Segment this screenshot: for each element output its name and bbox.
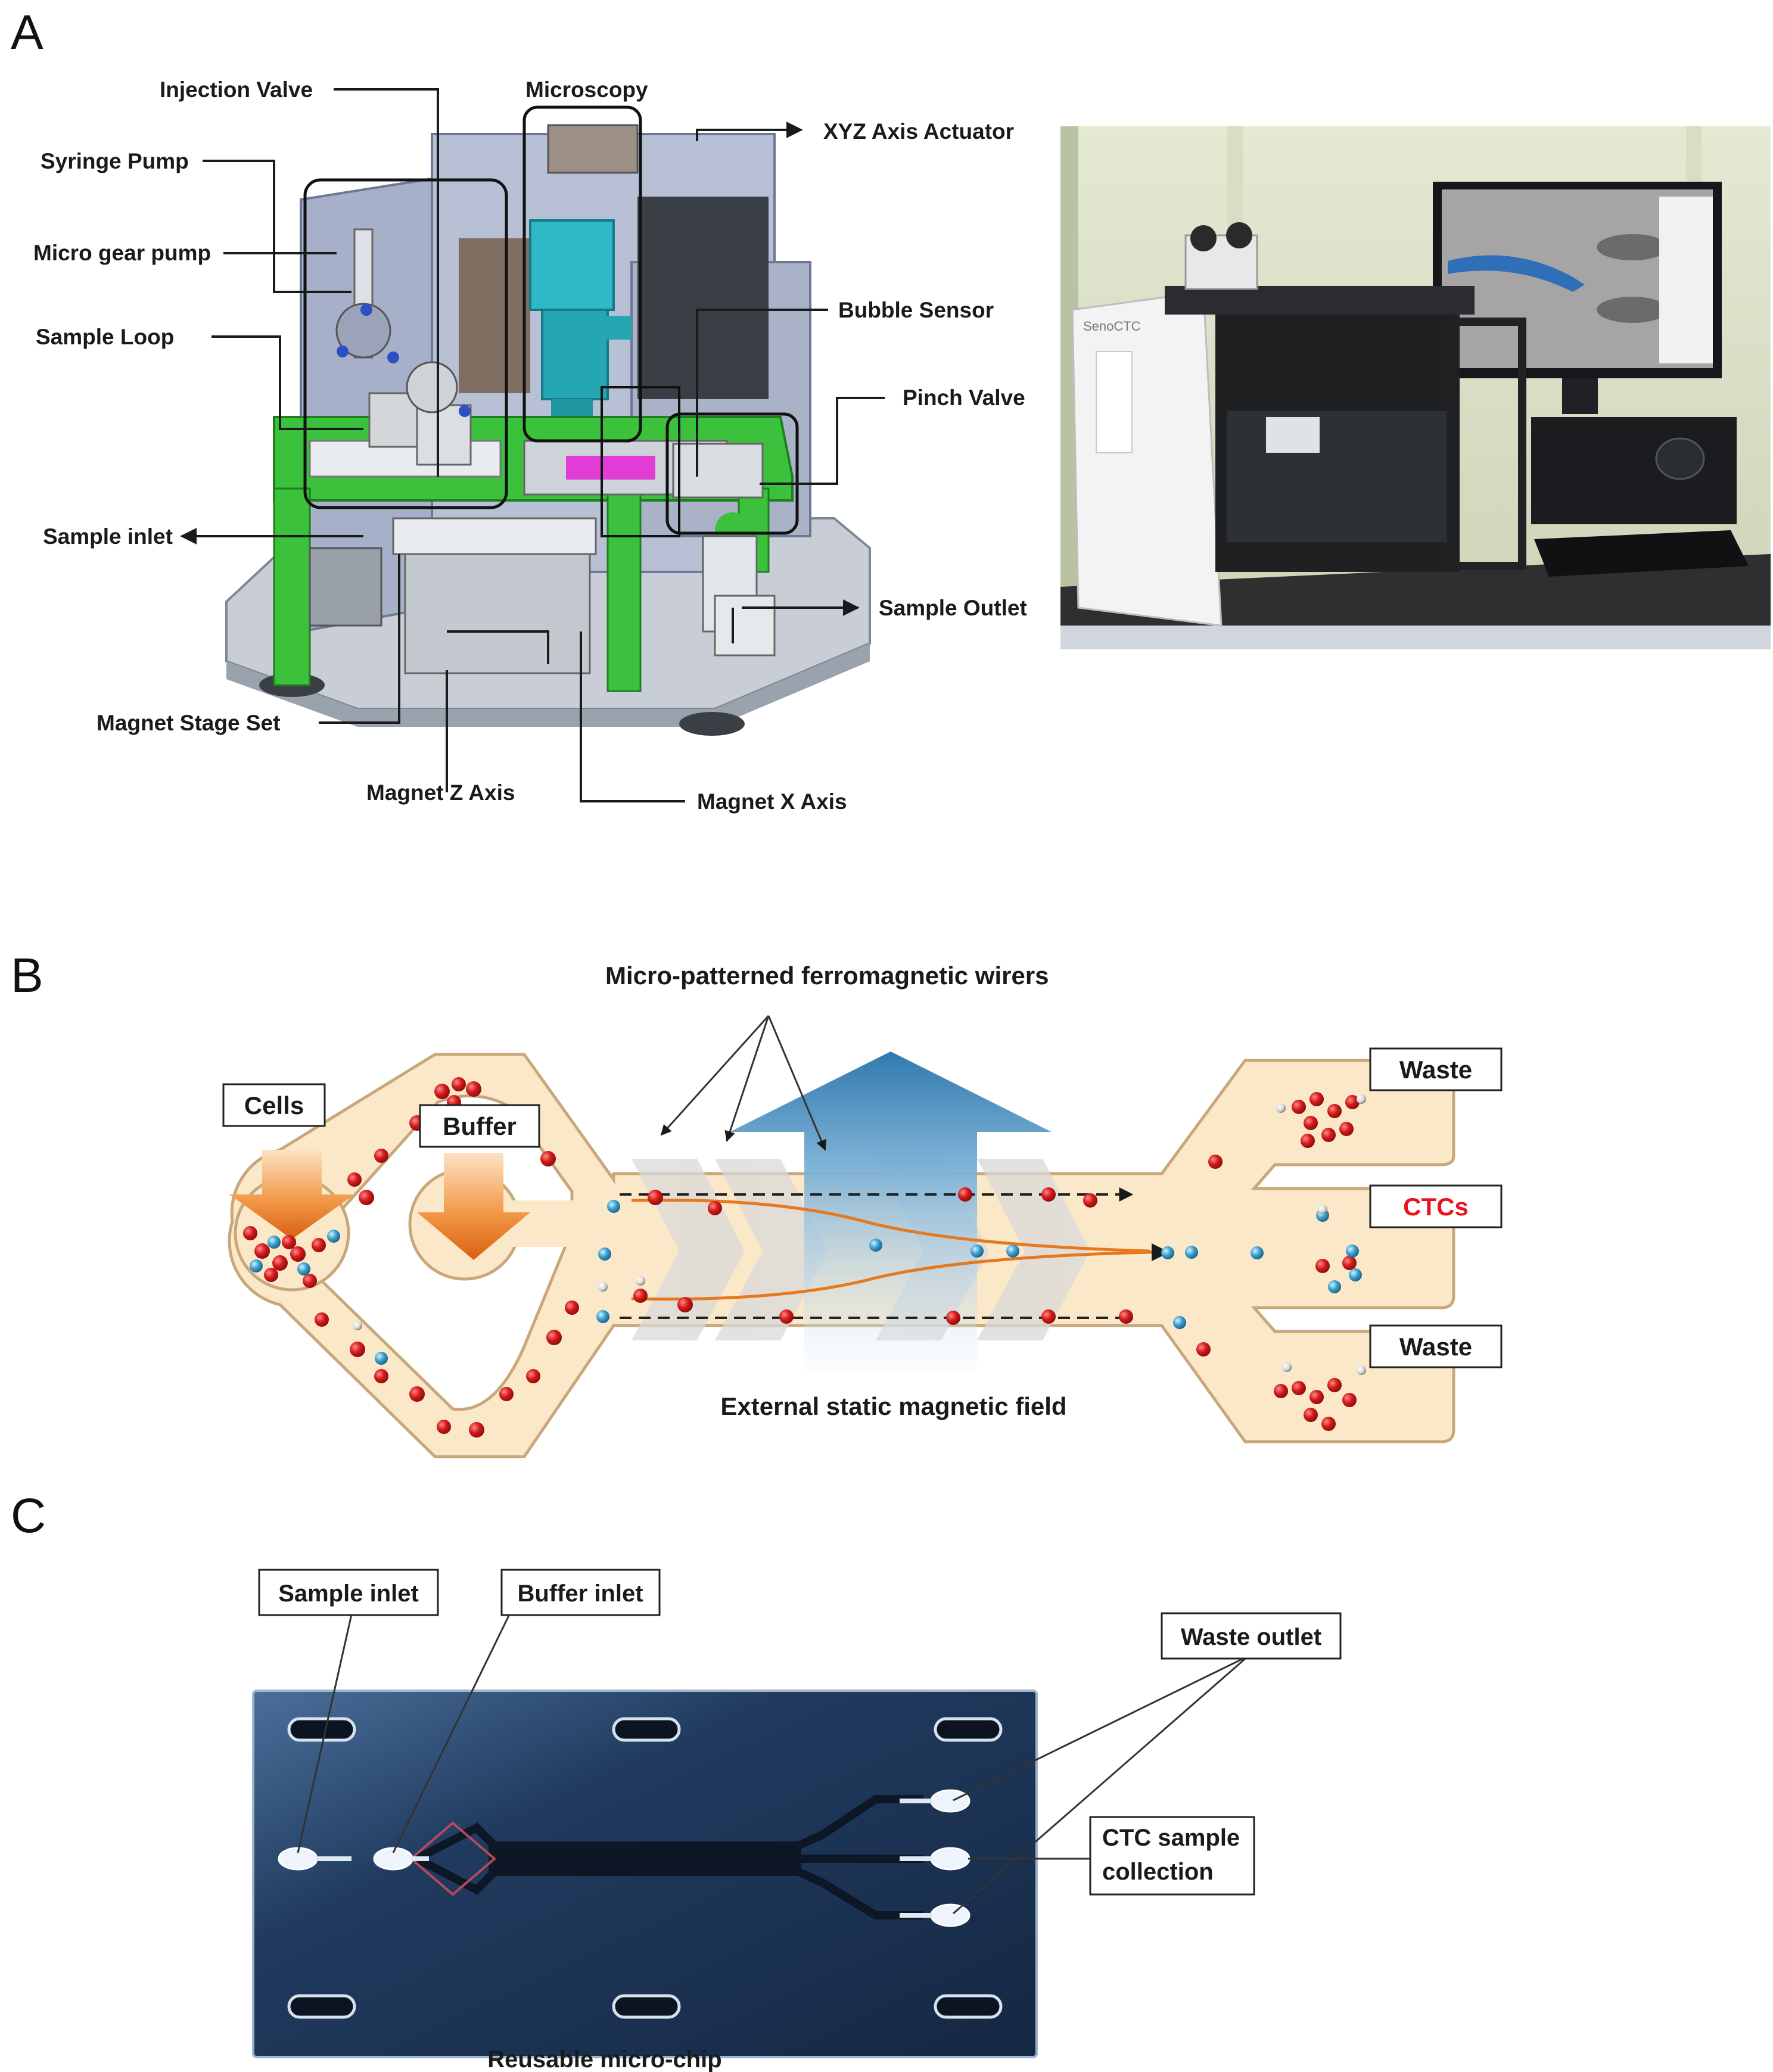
tag-waste-bottom-box — [1369, 1324, 1503, 1368]
panel-letter-c: C — [11, 1489, 46, 1543]
tag-sample-inlet-box — [258, 1569, 439, 1616]
leader-sample-loop — [211, 335, 363, 430]
label-magnet-z-axis: Magnet Z Axis — [366, 780, 515, 805]
label-injection-valve: Injection Valve — [160, 77, 313, 102]
panel-c: C — [11, 1489, 1342, 2072]
tag-waste-bottom: Waste — [1399, 1333, 1472, 1361]
buffer-inflow-arrow — [417, 1153, 530, 1260]
tag-buffer-inlet: Buffer inlet — [517, 1581, 643, 1607]
tag-ctc-collection-line1: CTC sample — [1102, 1825, 1240, 1851]
label-pinch-valve: Pinch Valve — [903, 385, 1025, 410]
leader-magnet-stage-set — [319, 554, 400, 724]
leader-xyz-axis-actuator — [696, 122, 803, 141]
tag-ctc-collection-line2: collection — [1102, 1859, 1214, 1885]
label-sample-outlet: Sample Outlet — [879, 596, 1027, 620]
micro-chip-photo — [252, 1690, 1038, 2058]
tag-waste-top-box — [1369, 1047, 1503, 1091]
tag-waste-outlet-box — [1161, 1612, 1342, 1660]
label-microscopy: Microscopy — [525, 77, 648, 102]
tag-cells: Cells — [244, 1091, 304, 1119]
instrument-cad-drawing — [225, 105, 871, 736]
label-external-field: External static magnetic field — [720, 1392, 1066, 1420]
label-micro-gear-pump: Micro gear pump — [33, 241, 211, 265]
leader-bubble-sensor — [696, 309, 828, 477]
photo-brand-text: SenoCTC — [1083, 319, 1141, 334]
tag-waste-outlet: Waste outlet — [1181, 1624, 1321, 1650]
leader-buffer-inlet-c — [392, 1614, 511, 1853]
label-sample-inlet: Sample inlet — [43, 524, 173, 549]
caption-reusable-micro-chip: Reusable micro-chip — [487, 2046, 721, 2072]
tag-ctcs: CTCs — [1403, 1193, 1469, 1221]
label-magnet-stage-set: Magnet Stage Set — [97, 711, 280, 735]
leader-waste-outlet-1 — [953, 1655, 1249, 1802]
microfluidic-channel — [228, 1051, 1455, 1458]
panel-letter-a: A — [11, 5, 43, 60]
leader-waste-outlet-2 — [953, 1655, 1249, 1915]
instrument-photo: SenoCTC — [1060, 126, 1771, 649]
leader-wire-1 — [660, 1015, 770, 1136]
label-ferromagnetic-wirers: Micro-patterned ferromagnetic wirers — [605, 962, 1049, 990]
tag-buffer: Buffer — [443, 1112, 517, 1140]
label-bubble-sensor: Bubble Sensor — [838, 298, 994, 322]
label-xyz-axis-actuator: XYZ Axis Actuator — [823, 119, 1014, 144]
tag-sample-inlet: Sample inlet — [278, 1581, 419, 1607]
tag-buffer-box — [419, 1104, 540, 1148]
tag-cells-box — [222, 1083, 326, 1127]
tag-waste-top: Waste — [1399, 1056, 1472, 1084]
leader-magnet-x-axis — [580, 631, 685, 802]
leader-pinch-valve — [760, 397, 885, 485]
tag-buffer-inlet-box — [500, 1569, 661, 1616]
leader-syringe-pump — [203, 160, 352, 293]
panel-a: A — [11, 5, 1771, 814]
leader-injection-valve — [334, 88, 439, 477]
leader-wire-3 — [767, 1015, 826, 1151]
leader-wire-2 — [724, 1015, 770, 1142]
label-sample-loop: Sample Loop — [36, 325, 174, 349]
label-syringe-pump: Syringe Pump — [41, 149, 189, 173]
cells-inflow-arrow — [229, 1150, 354, 1239]
panel-letter-b: B — [11, 948, 43, 1003]
label-magnet-x-axis: Magnet X Axis — [697, 789, 847, 814]
leader-sample-inlet-c — [297, 1614, 353, 1853]
tag-ctcs-box — [1369, 1184, 1503, 1228]
panel-b: B Micro-patterned ferromagnetic wirers — [11, 948, 1503, 1458]
leader-magnet-stage-set-2 — [447, 630, 549, 664]
tag-ctc-collection-box — [1089, 1816, 1255, 1896]
